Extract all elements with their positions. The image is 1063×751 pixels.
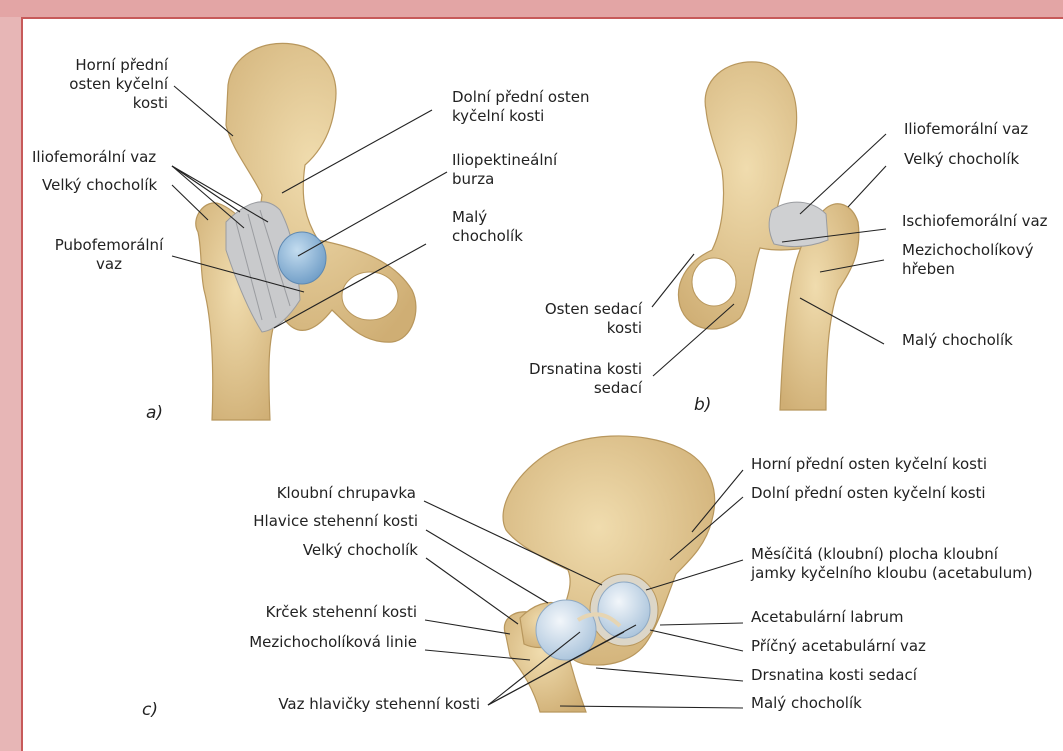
label-c-intertroch-line: Mezichocholíková linie xyxy=(180,633,417,652)
label-a-aiis-line2: kyčelní kosti xyxy=(452,107,590,126)
obturator-foramen-b xyxy=(692,258,736,306)
label-a-iliofemoral: Iliofemorální vaz xyxy=(32,148,156,167)
label-b-troch-major: Velký chocholík xyxy=(904,150,1019,169)
label-b-troch-minor: Malý chocholík xyxy=(902,331,1013,350)
label-a-bursa-line2: burza xyxy=(452,170,557,189)
label-a-asis-line1: Horní přední xyxy=(30,56,168,75)
label-b-iliofemoral: Iliofemorální vaz xyxy=(904,120,1028,139)
panel-letter-c: c) xyxy=(142,700,158,720)
label-b-ischial-spine: Osten sedací kosti xyxy=(510,300,642,338)
label-c-asis: Horní přední osten kyčelní kosti xyxy=(751,455,987,474)
iliopectineal-bursa xyxy=(278,232,326,284)
label-a-asis-line2: osten kyčelní xyxy=(30,75,168,94)
label-b-ischial-spine-line1: Osten sedací xyxy=(510,300,642,319)
label-a-bursa: Iliopektineální burza xyxy=(452,151,557,189)
label-b-ischiofemoral: Ischiofemorální vaz xyxy=(902,212,1048,231)
label-b-crest-line2: hřeben xyxy=(902,260,1034,279)
label-a-asis-line3: kosti xyxy=(30,94,168,113)
label-b-ischial-tuber: Drsnatina kosti sedací xyxy=(500,360,642,398)
label-b-crest: Mezichocholíkový hřeben xyxy=(902,241,1034,279)
label-b-crest-line1: Mezichocholíkový xyxy=(902,241,1034,260)
panel-c-illustration xyxy=(503,436,715,712)
obturator-foramen-a xyxy=(342,272,398,320)
label-b-ischial-spine-line2: kosti xyxy=(510,319,642,338)
lunate-surface-c xyxy=(598,582,650,638)
label-a-pubofemoral: Pubofemorální vaz xyxy=(44,236,174,274)
label-a-aiis-line1: Dolní přední osten xyxy=(452,88,590,107)
label-a-troch-minor-line2: chocholík xyxy=(452,227,523,246)
label-a-asis: Horní přední osten kyčelní kosti xyxy=(30,56,168,113)
label-c-lunate-line2: jamky kyčelního kloubu (acetabulum) xyxy=(751,564,1033,583)
label-c-troch-major: Velký chocholík xyxy=(180,541,418,560)
label-a-bursa-line1: Iliopektineální xyxy=(452,151,557,170)
label-c-tuber: Drsnatina kosti sedací xyxy=(751,666,917,685)
label-a-troch-minor-line1: Malý xyxy=(452,208,523,227)
label-b-ischial-tuber-line2: sedací xyxy=(500,379,642,398)
label-c-cartilage: Kloubní chrupavka xyxy=(180,484,416,503)
panel-letter-a: a) xyxy=(146,403,163,423)
panel-letter-b: b) xyxy=(694,395,711,415)
label-c-aiis: Dolní přední osten kyčelní kosti xyxy=(751,484,986,503)
label-a-aiis: Dolní přední osten kyčelní kosti xyxy=(452,88,590,126)
label-c-neck: Krček stehenní kosti xyxy=(180,603,417,622)
label-a-troch-minor: Malý chocholík xyxy=(452,208,523,246)
label-a-troch-major: Velký chocholík xyxy=(42,176,157,195)
label-c-lunate-line1: Měsíčitá (kloubní) plocha kloubní xyxy=(751,545,1033,564)
label-c-lunate: Měsíčitá (kloubní) plocha kloubní jamky … xyxy=(751,545,1033,583)
label-c-head: Hlavice stehenní kosti xyxy=(180,512,418,531)
label-b-ischial-tuber-line1: Drsnatina kosti xyxy=(500,360,642,379)
label-a-pubofemoral-line2: vaz xyxy=(44,255,174,274)
panel-a-illustration xyxy=(196,43,416,420)
label-c-labrum: Acetabulární labrum xyxy=(751,608,903,627)
label-c-lig-head: Vaz hlavičky stehenní kosti xyxy=(200,695,480,714)
label-a-pubofemoral-line1: Pubofemorální xyxy=(44,236,174,255)
label-c-transverse: Příčný acetabulární vaz xyxy=(751,637,926,656)
label-c-troch-minor: Malý chocholík xyxy=(751,694,862,713)
